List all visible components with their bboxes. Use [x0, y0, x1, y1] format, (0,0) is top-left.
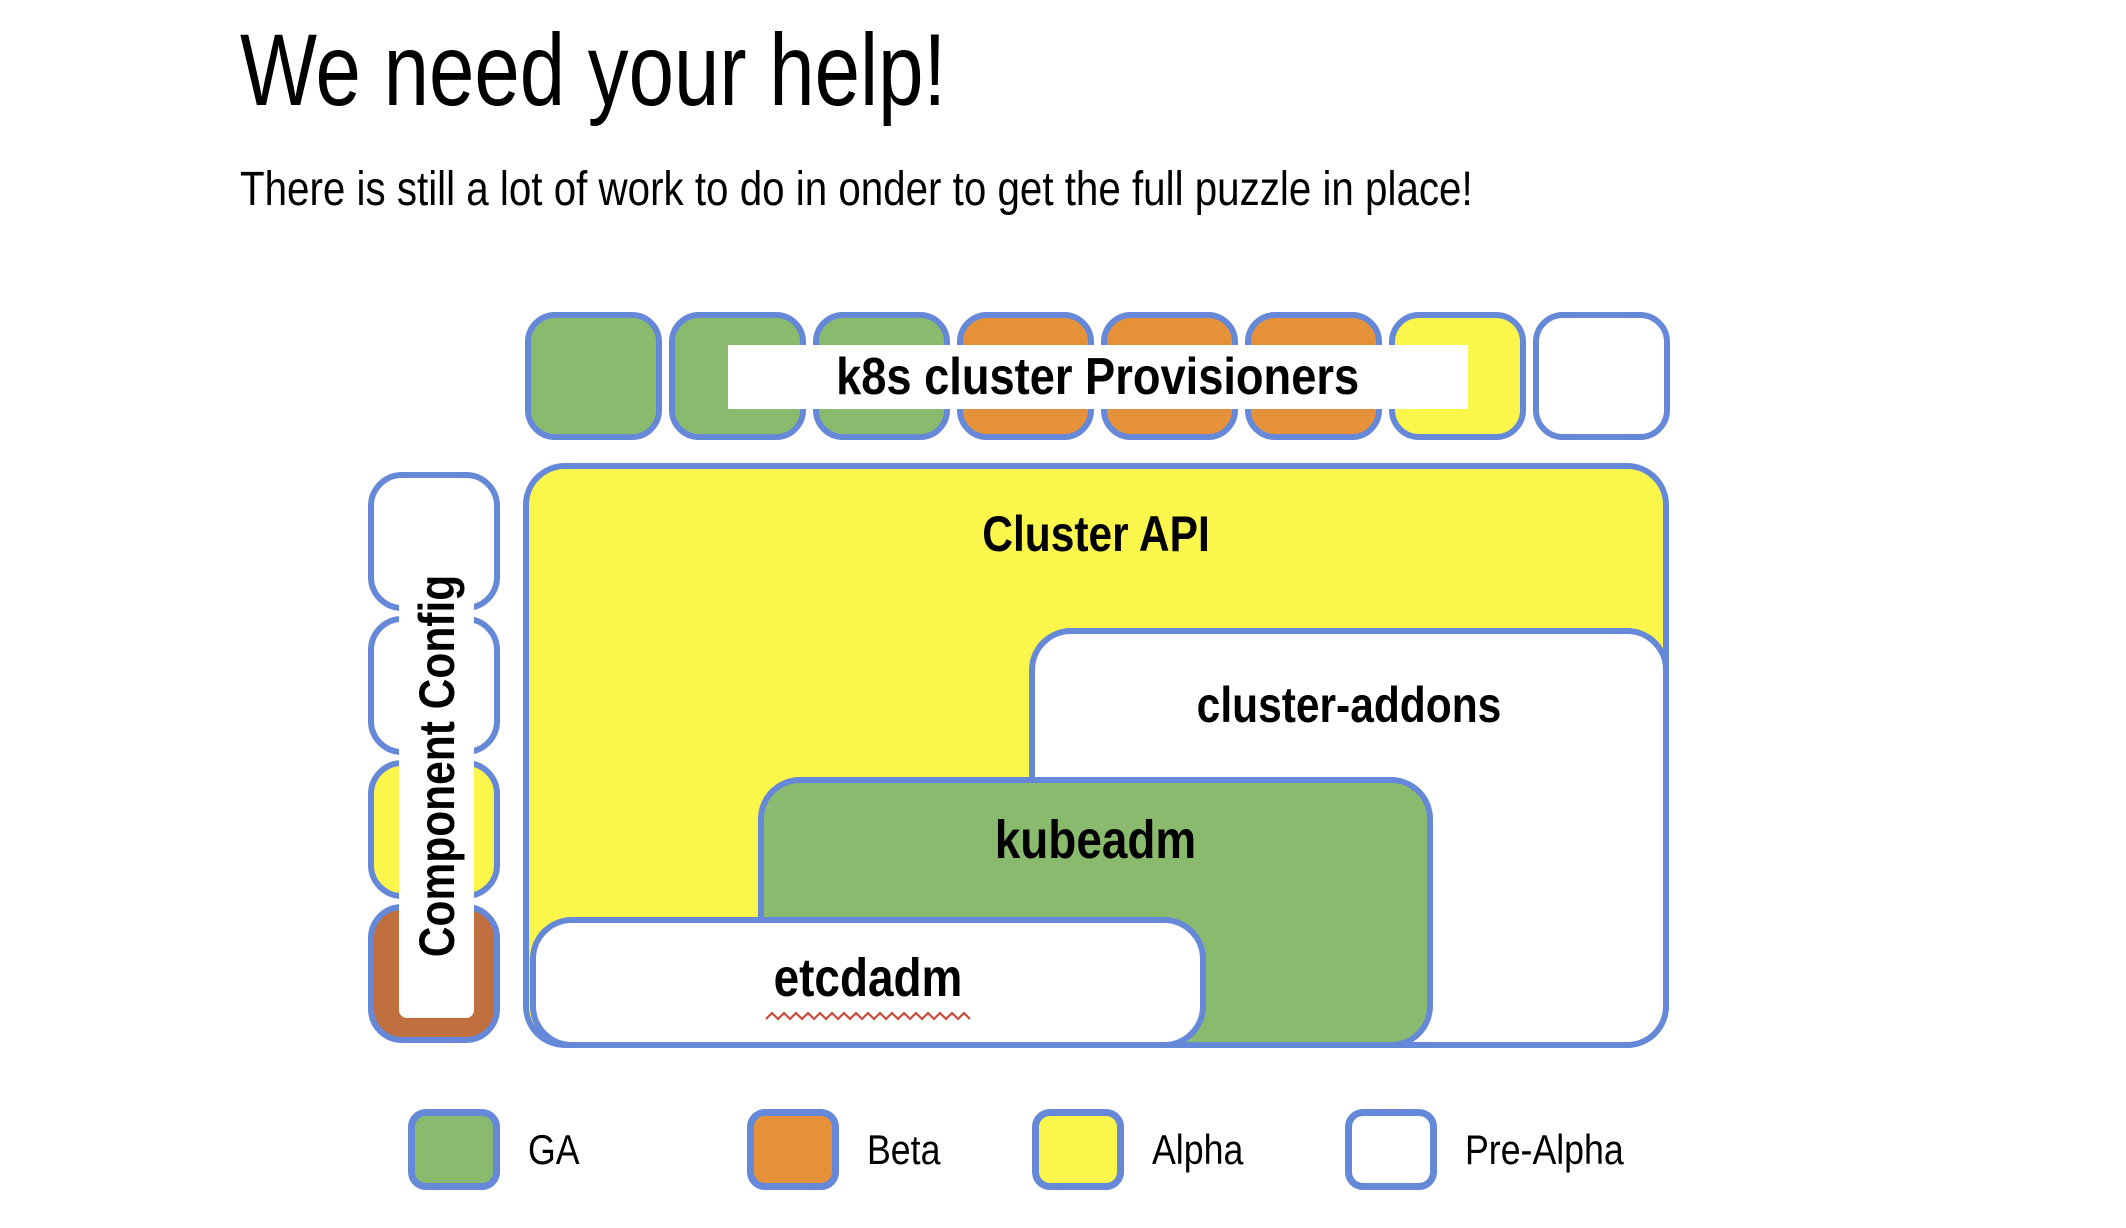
pre-alpha-label: Pre-Alpha [1465, 1125, 1624, 1173]
puzzle-piece-ga [525, 312, 662, 440]
beta-swatch [747, 1109, 839, 1190]
etcdadm-box: etcdadm [530, 917, 1206, 1048]
puzzle-piece-pre-alpha [1533, 312, 1670, 440]
legend-item-prealpha: Pre-Alpha [1345, 1109, 1652, 1190]
provisioners-label-bar: k8s cluster Provisioners [728, 345, 1468, 409]
legend-item-ga: GA [408, 1109, 589, 1190]
component-config-label: Component Config [408, 574, 465, 957]
pre-alpha-swatch [1345, 1109, 1437, 1190]
etcdadm-label: etcdadm [773, 948, 963, 1008]
alpha-label: Alpha [1152, 1125, 1244, 1173]
alpha-swatch [1032, 1109, 1124, 1190]
legend-item-alpha: Alpha [1032, 1109, 1259, 1190]
slide-subtitle: There is still a lot of work to do in on… [240, 163, 1473, 216]
component-config-label-box: Component Config [399, 513, 474, 1018]
ga-swatch [408, 1109, 500, 1190]
kubeadm-label: kubeadm [994, 810, 1197, 870]
cluster-addons-label: cluster-addons [1196, 677, 1502, 733]
cluster-api-label: Cluster API [982, 506, 1210, 562]
slide-title: We need your help! [240, 13, 947, 127]
provisioners-label: k8s cluster Provisioners [836, 348, 1360, 406]
ga-label: GA [528, 1125, 580, 1173]
beta-label: Beta [867, 1125, 941, 1173]
spellcheck-squiggle-icon [765, 1011, 971, 1021]
legend-item-beta: Beta [747, 1109, 953, 1190]
